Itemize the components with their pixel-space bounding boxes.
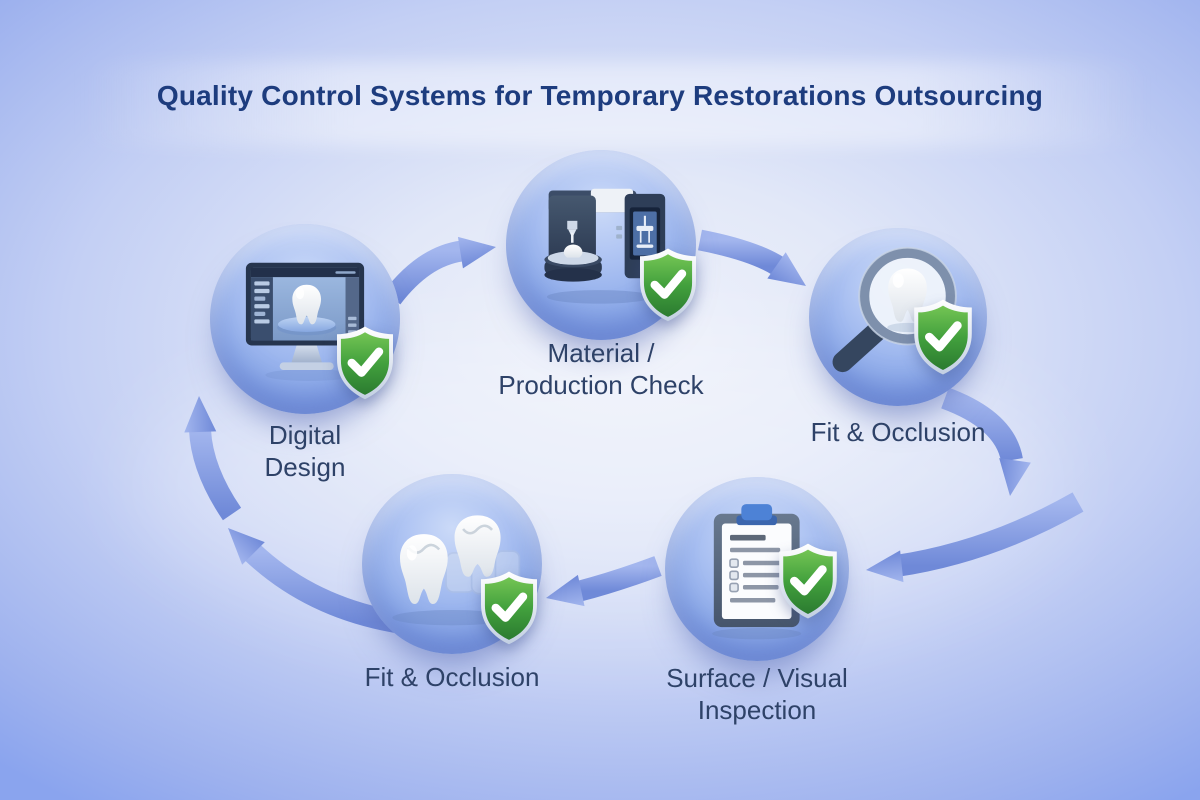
arrow-up-to-digital-design (184, 396, 242, 521)
clipboard-checklist-icon (712, 504, 802, 640)
arrow-to-surface-inspection (866, 492, 1084, 583)
shield-check-icon (778, 543, 837, 619)
flow-node-material-production-check: Material / Production Check (498, 150, 704, 400)
node-circle (665, 477, 849, 661)
flow-node-fit-occlusion-right: Fit & Occlusion (809, 228, 987, 447)
flow-node-surface-visual-inspection: Surface / Visual Inspection (665, 477, 849, 725)
flow-node-digital-design: Digital Design (210, 224, 400, 482)
shield-check-icon (480, 571, 537, 644)
node-label-digital-design: Digital Design (264, 420, 346, 482)
node-circle (506, 150, 696, 340)
node-label-material-production-check: Material / Production Check (498, 338, 704, 400)
shield-check-icon (336, 326, 393, 400)
monitor-tooth-cad-icon (245, 262, 365, 381)
arrow-fit-occlusion-down (941, 387, 1031, 496)
arrow-surface-to-fit-occlusion (546, 556, 662, 607)
shield-check-icon (914, 299, 972, 375)
diagram-title: Quality Control Systems for Temporary Re… (156, 80, 1044, 111)
shield-check-icon (640, 248, 697, 322)
flow-node-fit-occlusion-bottom: Fit & Occlusion (362, 474, 542, 692)
node-label-fit-occlusion-right: Fit & Occlusion (810, 417, 986, 447)
arrow-digital-design-to-material (383, 236, 496, 305)
arrow-material-to-fit-occlusion (698, 229, 806, 286)
arrow-fit-occlusion-left (228, 528, 398, 633)
node-label-surface-visual-inspection: Surface / Visual Inspection (666, 663, 848, 725)
milling-machine-icon (544, 188, 666, 304)
node-label-fit-occlusion-bottom: Fit & Occlusion (364, 662, 540, 692)
